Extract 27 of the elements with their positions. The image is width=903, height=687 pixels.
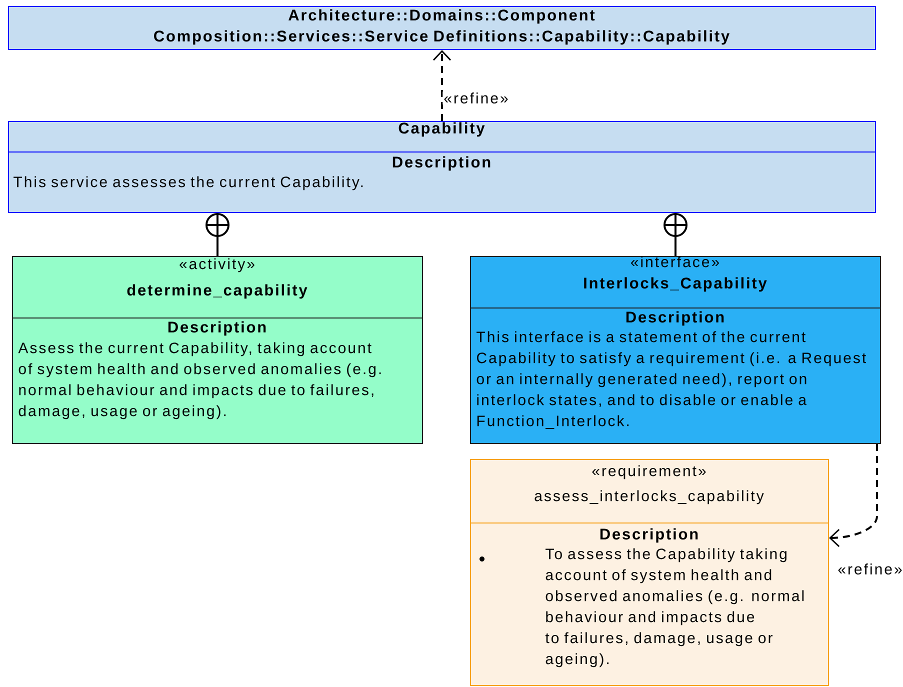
class-box xyxy=(8,121,876,213)
class-name: assess_interlocks_capability xyxy=(534,490,764,504)
class-box xyxy=(12,256,423,444)
class-name: Interlocks_Capability xyxy=(584,277,767,292)
composition-connector xyxy=(664,213,688,256)
description-text: This interface is a statement of the current Capability to satisfy a requirement (i.e. a Request or an internally generated need), report on interlock states, and to disable or enable a Function_Interlock. xyxy=(476,331,866,430)
edge-label: «refine» xyxy=(836,562,903,576)
package-title: Architecture::Domains::Component Composition::Services::Service Definitions::Capability::Capability xyxy=(154,9,730,45)
section-heading: Description xyxy=(600,528,698,543)
section-heading: Description xyxy=(168,321,266,336)
section-heading: Description xyxy=(626,311,724,326)
composition-connector xyxy=(206,213,230,256)
class-box xyxy=(470,459,829,686)
stereotype-label: «interface» xyxy=(631,256,719,268)
class-name: Capability xyxy=(398,122,485,137)
edge-label: «refine» xyxy=(442,92,510,104)
stereotype-label: «requirement» xyxy=(592,465,706,480)
arrow xyxy=(432,50,452,121)
description-text: This service assesses the current Capability. xyxy=(14,176,363,190)
class-box xyxy=(470,256,881,444)
stereotype-label: «activity» xyxy=(180,258,254,272)
section-heading: Description xyxy=(392,156,490,171)
class-name: determine_capability xyxy=(127,284,308,299)
arrow xyxy=(829,444,878,548)
description-text: To assess the Capability taking account of system health and observed anomalies (e.g. normal behaviour and impacts due to failures, damage, usage or ageing). xyxy=(545,548,804,668)
class-box xyxy=(8,6,876,50)
description-text: Assess the current Capability, taking account of system health and observed anomalies (e.g. normal behaviour and impacts due to failures, damage, usage or ageing). xyxy=(18,342,381,420)
